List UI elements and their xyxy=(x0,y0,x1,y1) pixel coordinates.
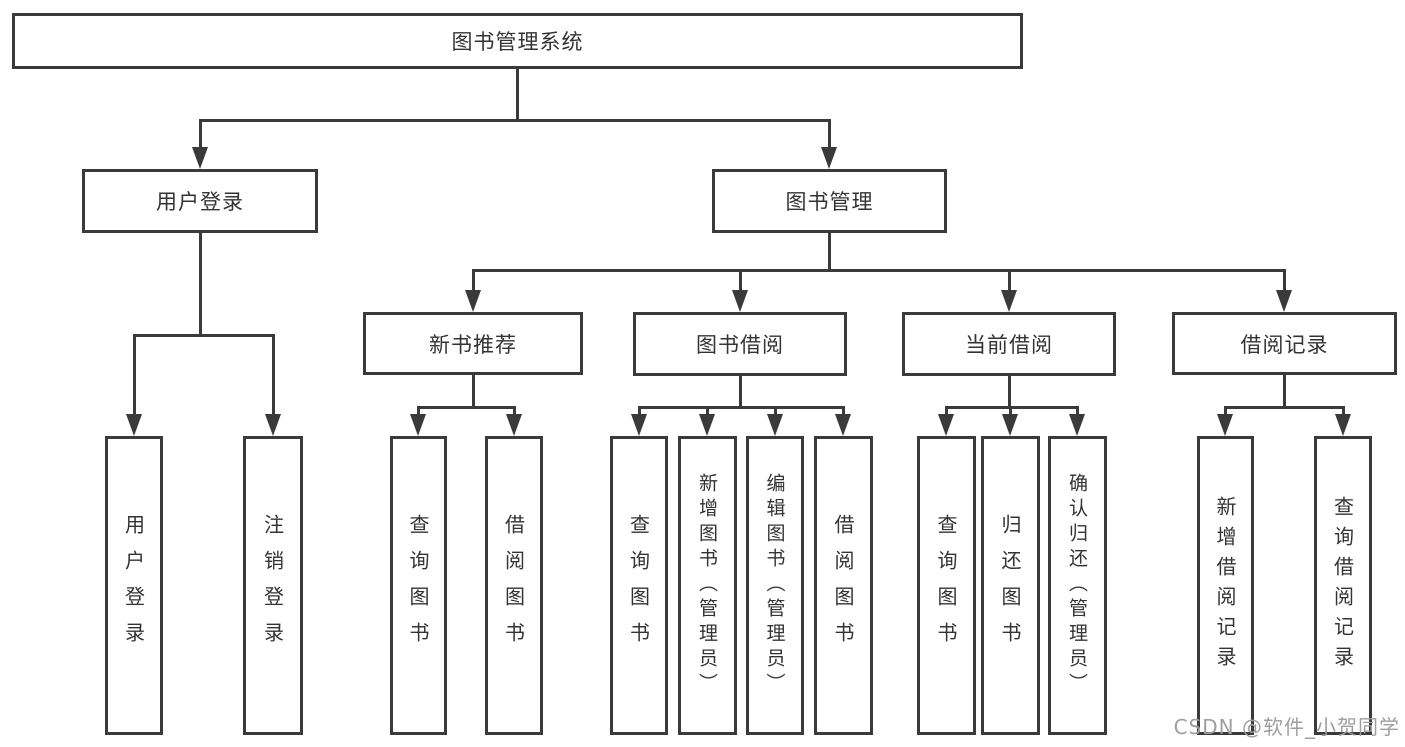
connector-line xyxy=(513,407,516,420)
connector-line xyxy=(272,335,275,420)
leaf-add-borrow-record: 新增借阅记录 xyxy=(1197,436,1254,735)
connector-line xyxy=(472,269,1286,272)
leaf-query-borrow-record-label: 查询借阅记录 xyxy=(1330,495,1355,676)
node-user-login-label: 用户登录 xyxy=(156,190,244,214)
connector-line xyxy=(133,334,275,337)
arrowhead-down-icon xyxy=(465,290,481,312)
connector-line xyxy=(945,406,1079,409)
arrowhead-down-icon xyxy=(767,414,783,436)
leaf-borrow-books-borrow-label: 借阅图书 xyxy=(831,513,855,658)
node-book-borrow: 图书借阅 xyxy=(633,312,847,376)
arrowhead-down-icon xyxy=(821,147,837,169)
leaf-confirm-return-admin: 确认归还（管理员） xyxy=(1048,436,1107,735)
connector-line xyxy=(133,335,136,420)
node-book-borrow-label: 图书借阅 xyxy=(696,333,784,357)
arrowhead-down-icon xyxy=(265,414,281,436)
connector-line xyxy=(1076,407,1079,420)
leaf-query-books-recommend: 查询图书 xyxy=(390,436,447,735)
arrowhead-down-icon xyxy=(835,414,851,436)
connector-line xyxy=(516,69,519,120)
connector-line xyxy=(199,120,202,154)
connector-line xyxy=(1283,270,1286,296)
connector-line xyxy=(472,375,475,407)
csdn-watermark: CSDN @软件_小贺同学 xyxy=(1173,715,1400,739)
node-new-book-recommend-label: 新书推荐 xyxy=(429,332,517,357)
arrowhead-down-icon xyxy=(1002,414,1018,436)
connector-line xyxy=(1224,407,1227,420)
node-book-management: 图书管理 xyxy=(712,169,947,233)
connector-line xyxy=(638,407,641,420)
leaf-user-login-label: 用户登录 xyxy=(121,513,146,658)
connector-line xyxy=(1283,375,1286,407)
arrowhead-down-icon xyxy=(126,414,142,436)
connector-line xyxy=(1342,407,1345,420)
leaf-query-books-borrow: 查询图书 xyxy=(610,436,668,735)
connector-line xyxy=(842,407,845,420)
arrowhead-down-icon xyxy=(631,414,647,436)
leaf-query-books-current-label: 查询图书 xyxy=(934,513,958,658)
connector-line xyxy=(199,119,831,122)
connector-line xyxy=(945,407,948,420)
leaf-user-login: 用户登录 xyxy=(105,436,163,735)
arrowhead-down-icon xyxy=(1217,414,1233,436)
arrowhead-down-icon xyxy=(1001,290,1017,312)
node-root: 图书管理系统 xyxy=(12,13,1023,69)
connector-line xyxy=(199,233,202,335)
connector-line xyxy=(739,376,742,407)
leaf-logout-label: 注销登录 xyxy=(260,513,285,658)
connector-line xyxy=(472,270,475,296)
connector-line xyxy=(1009,407,1012,420)
leaf-query-books-borrow-label: 查询图书 xyxy=(626,513,651,658)
leaf-add-book-admin: 新增图书（管理员） xyxy=(678,436,737,735)
leaf-return-book: 归还图书 xyxy=(981,436,1040,735)
connector-line xyxy=(1224,406,1345,409)
leaf-borrow-books-borrow: 借阅图书 xyxy=(814,436,873,735)
node-root-label: 图书管理系统 xyxy=(451,30,584,54)
node-new-book-recommend: 新书推荐 xyxy=(363,312,583,375)
leaf-edit-book-admin: 编辑图书（管理员） xyxy=(746,436,804,735)
node-book-management-label: 图书管理 xyxy=(785,190,874,214)
arrowhead-down-icon xyxy=(1069,414,1085,436)
connector-line xyxy=(638,406,845,409)
node-current-borrow-label: 当前借阅 xyxy=(965,333,1053,357)
arrowhead-down-icon xyxy=(506,414,522,436)
connector-line xyxy=(828,120,831,154)
arrowhead-down-icon xyxy=(1276,290,1292,312)
leaf-borrow-books-recommend: 借阅图书 xyxy=(485,436,543,735)
connector-line xyxy=(828,233,831,270)
leaf-add-borrow-record-label: 新增借阅记录 xyxy=(1213,495,1237,676)
connector-line xyxy=(774,407,777,420)
connector-line xyxy=(1008,376,1011,407)
leaf-confirm-return-admin-label: 确认归还（管理员） xyxy=(1066,473,1088,698)
leaf-query-books-recommend-label: 查询图书 xyxy=(406,513,430,658)
arrowhead-down-icon xyxy=(1335,414,1351,436)
connector-line xyxy=(1008,270,1011,296)
leaf-edit-book-admin-label: 编辑图书（管理员） xyxy=(763,473,786,698)
leaf-query-borrow-record: 查询借阅记录 xyxy=(1314,436,1372,735)
arrowhead-down-icon xyxy=(732,290,748,312)
leaf-query-books-current: 查询图书 xyxy=(917,436,976,735)
connector-line xyxy=(417,406,516,409)
leaf-logout: 注销登录 xyxy=(243,436,303,735)
leaf-add-book-admin-label: 新增图书（管理员） xyxy=(696,473,718,698)
arrowhead-down-icon xyxy=(410,414,426,436)
arrowhead-down-icon xyxy=(699,414,715,436)
connector-line xyxy=(739,270,742,296)
node-user-login: 用户登录 xyxy=(82,169,318,233)
node-borrow-records-label: 借阅记录 xyxy=(1240,332,1329,357)
node-current-borrow: 当前借阅 xyxy=(902,312,1116,376)
leaf-borrow-books-recommend-label: 借阅图书 xyxy=(501,513,526,658)
arrowhead-down-icon xyxy=(192,147,208,169)
connector-line xyxy=(706,407,709,420)
leaf-return-book-label: 归还图书 xyxy=(998,513,1022,658)
node-borrow-records: 借阅记录 xyxy=(1172,312,1397,375)
arrowhead-down-icon xyxy=(938,414,954,436)
connector-line xyxy=(417,407,420,420)
